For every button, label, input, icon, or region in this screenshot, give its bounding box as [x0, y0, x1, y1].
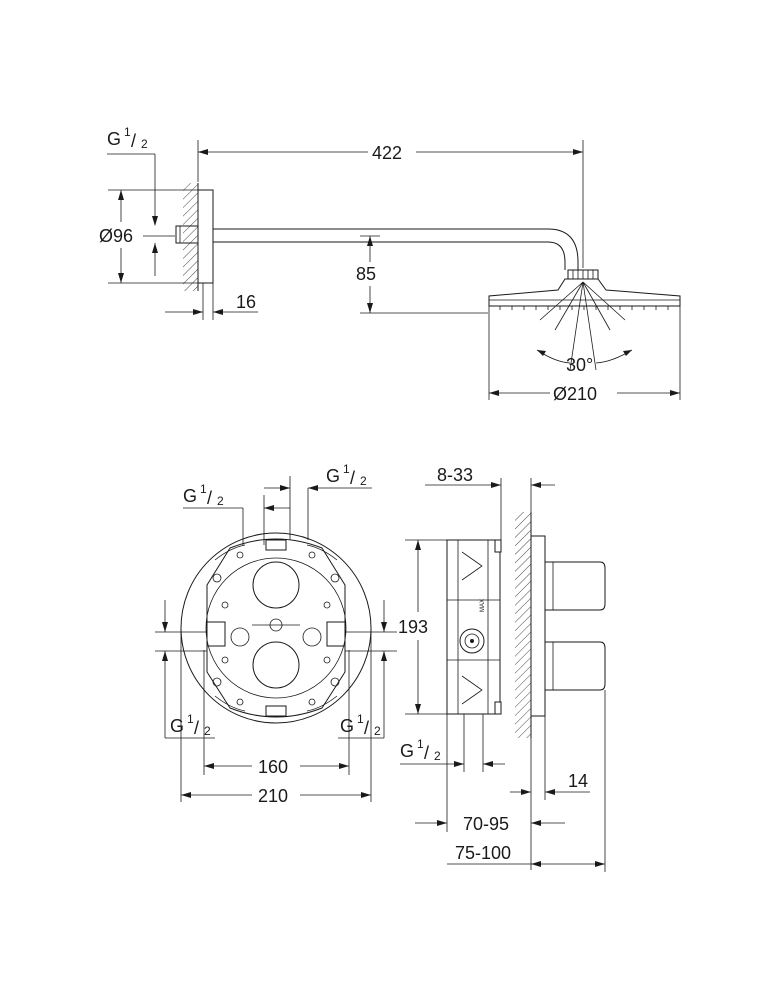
wall-gap-label: 16 [236, 292, 256, 312]
lower-cartridge [252, 641, 300, 689]
top-port [265, 539, 287, 551]
head-nozzles [499, 306, 669, 310]
head-diameter-label: Ø210 [553, 384, 597, 404]
side-wall-hatch [515, 512, 531, 738]
upper-cartridge [252, 561, 300, 609]
depth-range-1-label: 70-95 [463, 814, 509, 834]
wall-range-label: 8-33 [437, 465, 473, 485]
svg-text:2: 2 [360, 474, 367, 488]
svg-text:1: 1 [417, 737, 424, 751]
tilt-angle-label: 30° [566, 355, 593, 375]
svg-text:/: / [350, 468, 355, 488]
valve-inner-circle [205, 557, 347, 699]
svg-text:/: / [364, 718, 369, 738]
flange-diameter-label: Ø96 [99, 226, 133, 246]
mounting-holes [212, 551, 340, 706]
svg-text:G: G [183, 486, 197, 506]
svg-text:2: 2 [434, 749, 441, 763]
svg-text:/: / [424, 743, 429, 763]
valve-body-side [446, 539, 501, 715]
svg-text:1: 1 [124, 125, 131, 139]
bottom-port [265, 705, 287, 717]
height-label: 193 [398, 617, 428, 637]
svg-text:G: G [340, 716, 354, 736]
svg-text:/: / [207, 488, 212, 508]
svg-text:1: 1 [200, 482, 207, 496]
shower-arm-bottom [213, 241, 566, 270]
wall-flange [197, 189, 214, 284]
drop-dim-label: 85 [356, 264, 376, 284]
upper-handle [545, 561, 606, 611]
svg-text:2: 2 [141, 137, 148, 151]
thread-label-top: G [107, 129, 121, 149]
length-dim-label: 422 [372, 143, 402, 163]
valve-side-view: MAX 193 8-33 G 1 / 2 14 [398, 465, 606, 872]
port-left [206, 621, 226, 647]
spray-lines [539, 281, 626, 371]
svg-text:1: 1 [187, 712, 194, 726]
svg-text:1: 1 [357, 712, 364, 726]
valve-housing [206, 538, 346, 718]
shower-arm-top [213, 228, 579, 270]
plate-depth-label: 14 [568, 771, 588, 791]
inner-width-label: 160 [258, 757, 288, 777]
body-marking: MAX [480, 599, 486, 612]
svg-text:2: 2 [217, 494, 224, 508]
svg-text:/: / [194, 718, 199, 738]
svg-text:2: 2 [374, 724, 381, 738]
outer-width-label: 210 [258, 786, 288, 806]
housing-ribs [214, 544, 338, 712]
side-connector [459, 628, 485, 654]
depth-range-2-label: 75-100 [455, 843, 511, 863]
cover-plate [530, 535, 546, 717]
lower-handle [545, 641, 606, 691]
svg-text:G: G [400, 741, 414, 761]
connection-nipple [175, 225, 199, 244]
valve-front-view: G 1 / 2 G 1 / 2 G 1 / 2 [155, 462, 397, 806]
wall-hatch [183, 183, 198, 291]
shower-arm-view: 30° 422 G 1 / 2 Ø96 85 [99, 125, 681, 404]
svg-text:G: G [170, 716, 184, 736]
svg-text:1: 1 [343, 462, 350, 476]
svg-text:/: / [131, 131, 136, 151]
port-right [326, 621, 346, 647]
svg-text:2: 2 [204, 724, 211, 738]
svg-text:G: G [326, 466, 340, 486]
